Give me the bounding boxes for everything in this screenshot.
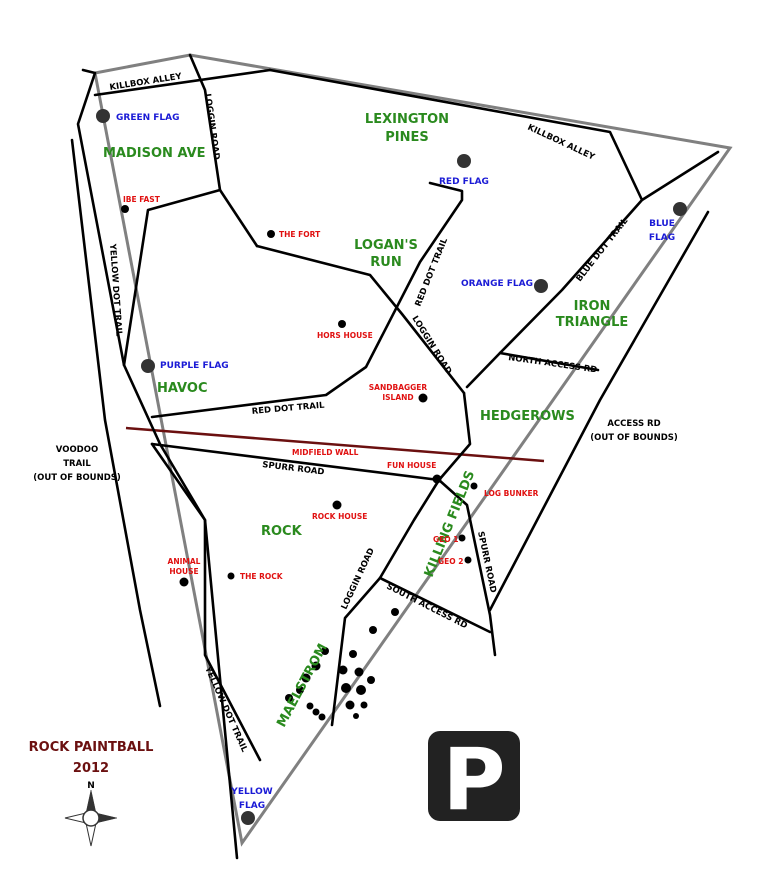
voodoo-trail-line (70, 138, 162, 708)
blue-flag-label-1: BLUE (649, 219, 675, 229)
spurr-road-right (437, 478, 497, 657)
red-flag-marker (457, 154, 471, 168)
area-iron: IRON (574, 299, 611, 314)
red-dot-trail-left (150, 181, 464, 419)
the-rock-marker (227, 572, 235, 580)
loggin-road-mid-label: LOGGIN ROAD (409, 314, 453, 376)
area-triangle: TRIANGLE (556, 315, 629, 330)
blue-flag-label-2: FLAG (649, 233, 675, 243)
orange-flag-marker (534, 279, 548, 293)
north-access-road (498, 351, 600, 372)
roads (70, 53, 720, 860)
geo2-label: GEO 2 (438, 557, 464, 566)
area-run: RUN (370, 255, 401, 270)
green-flag-label: GREEN FLAG (116, 113, 180, 123)
killbox-alley-top-label: KILLBOX ALLEY (109, 72, 183, 93)
yellow-dot-trail-bottom (150, 442, 262, 762)
parking-sign-icon: P (428, 730, 520, 830)
yellow-flag-marker (241, 811, 255, 825)
map-title-line2: 2012 (73, 761, 109, 776)
midfield-wall-label: MIDFIELD WALL (292, 448, 359, 457)
field-boundary (93, 53, 733, 847)
the-fort-marker (267, 230, 275, 238)
lexington-road (255, 244, 466, 395)
area-logans: LOGAN'S (354, 238, 418, 253)
yellow-dot-trail-top (122, 188, 222, 367)
parking-label: P (442, 730, 505, 830)
compass-rose-icon (64, 789, 118, 847)
midfield-wall-line (125, 426, 545, 463)
geo1-label: GEO 1 (433, 535, 459, 544)
area-rock: ROCK (261, 524, 303, 539)
the-rock-label: THE ROCK (240, 572, 284, 581)
fun-house-marker (432, 474, 442, 484)
area-madison-ave: MADISON AVE (103, 146, 206, 161)
voodoo-trail-label-3: (OUT OF BOUNDS) (33, 473, 121, 483)
ibe-fast-label: IBE FAST (123, 195, 161, 204)
red-flag-label: RED FLAG (439, 177, 489, 187)
geo2-marker (464, 556, 472, 564)
rock-house-marker (332, 500, 342, 510)
killbox-alley-top (93, 68, 272, 97)
yellow-flag-label-1: YELLOW (230, 787, 272, 797)
yellow-flag-label-2: FLAG (239, 801, 265, 811)
loggin-road-top (188, 53, 259, 248)
geo1-marker (458, 534, 466, 542)
orange-flag-label: ORANGE FLAG (461, 279, 533, 289)
area-pines: PINES (385, 130, 429, 145)
voodoo-trail-label-1: VOODOO (56, 445, 98, 455)
purple-flag-label: PURPLE FLAG (160, 361, 229, 371)
ibe-fast-marker (121, 205, 129, 213)
the-fort-label: THE FORT (279, 230, 321, 239)
south-access-road (378, 576, 492, 634)
access-road-line (488, 210, 710, 612)
red-dot-trail-mid-label: RED DOT TRAIL (414, 236, 451, 308)
spurr-road (150, 442, 441, 482)
voodoo-trail-label-2: TRAIL (63, 459, 91, 469)
purple-flag-marker (141, 359, 155, 373)
loggin-road-bottom (330, 576, 382, 727)
area-havoc: HAVOC (157, 381, 207, 396)
compass-north-label: N (87, 781, 95, 791)
sandbagger-label-2: ISLAND (382, 393, 413, 402)
rock-house-label: ROCK HOUSE (312, 512, 367, 521)
sandbagger-island-marker (418, 393, 428, 403)
area-lexington: LEXINGTON (365, 112, 449, 127)
map-title-line1: ROCK PAINTBALL (29, 740, 154, 755)
blue-flag-marker (673, 202, 687, 216)
log-bunker-marker (470, 482, 478, 490)
animal-house-marker (179, 577, 189, 587)
hors-house-marker (338, 320, 346, 328)
access-rd-label-2: (OUT OF BOUNDS) (590, 433, 678, 443)
access-rd-label-1: ACCESS RD (607, 419, 660, 429)
animal-house-label-2: HOUSE (169, 567, 198, 576)
sandbagger-label-1: SANDBAGGER (369, 383, 428, 392)
hors-house-label: HORS HOUSE (317, 331, 373, 340)
log-bunker-label: LOG BUNKER (484, 489, 539, 498)
blue-dot-trail-label: BLUE DOT TRAIL (574, 216, 630, 284)
blue-dot-trail (465, 198, 644, 389)
fun-house-label: FUN HOUSE (387, 461, 436, 470)
maelstrom-bunkers (285, 608, 399, 721)
animal-house-label-1: ANIMAL (168, 557, 201, 566)
killbox-alley-right (268, 68, 720, 202)
green-flag-marker (96, 109, 110, 123)
area-hedgerows: HEDGEROWS (480, 409, 575, 424)
